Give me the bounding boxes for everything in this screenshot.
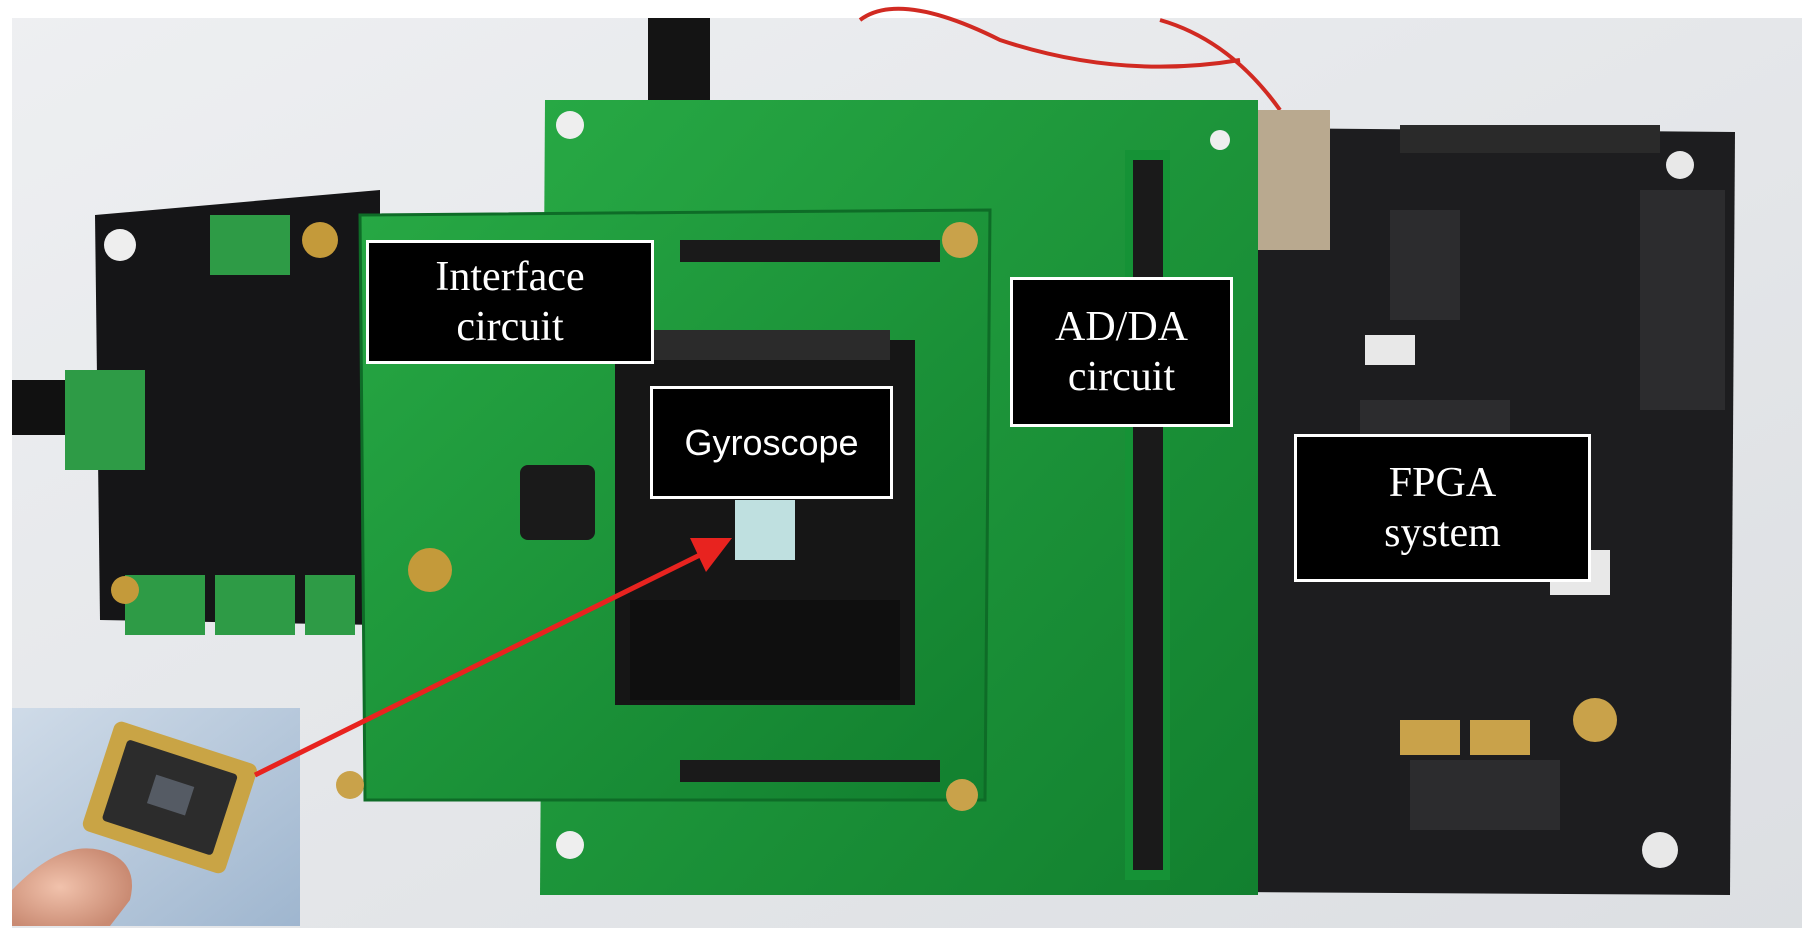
interface-board [95, 190, 380, 625]
gyroscope-label-text: Gyroscope [684, 421, 859, 463]
fpga-label-line2: system [1384, 510, 1501, 556]
interface-label-line1: Interface [435, 253, 585, 300]
adda-label-line2: circuit [1067, 354, 1176, 400]
black-cable [648, 18, 710, 100]
adda-label-line1: AD/DA [1055, 303, 1188, 350]
red-arrow [253, 547, 712, 778]
fpga-label-line1: FPGA [1388, 459, 1497, 506]
gyroscope-label: Gyroscope [650, 386, 893, 499]
interface-circuit-label: Interface circuit [366, 240, 654, 364]
red-wire [858, 6, 1241, 69]
fpga-system-label: FPGA system [1294, 434, 1591, 582]
interface-label-line2: circuit [456, 304, 564, 350]
adda-circuit-label: AD/DA circuit [1010, 277, 1233, 427]
